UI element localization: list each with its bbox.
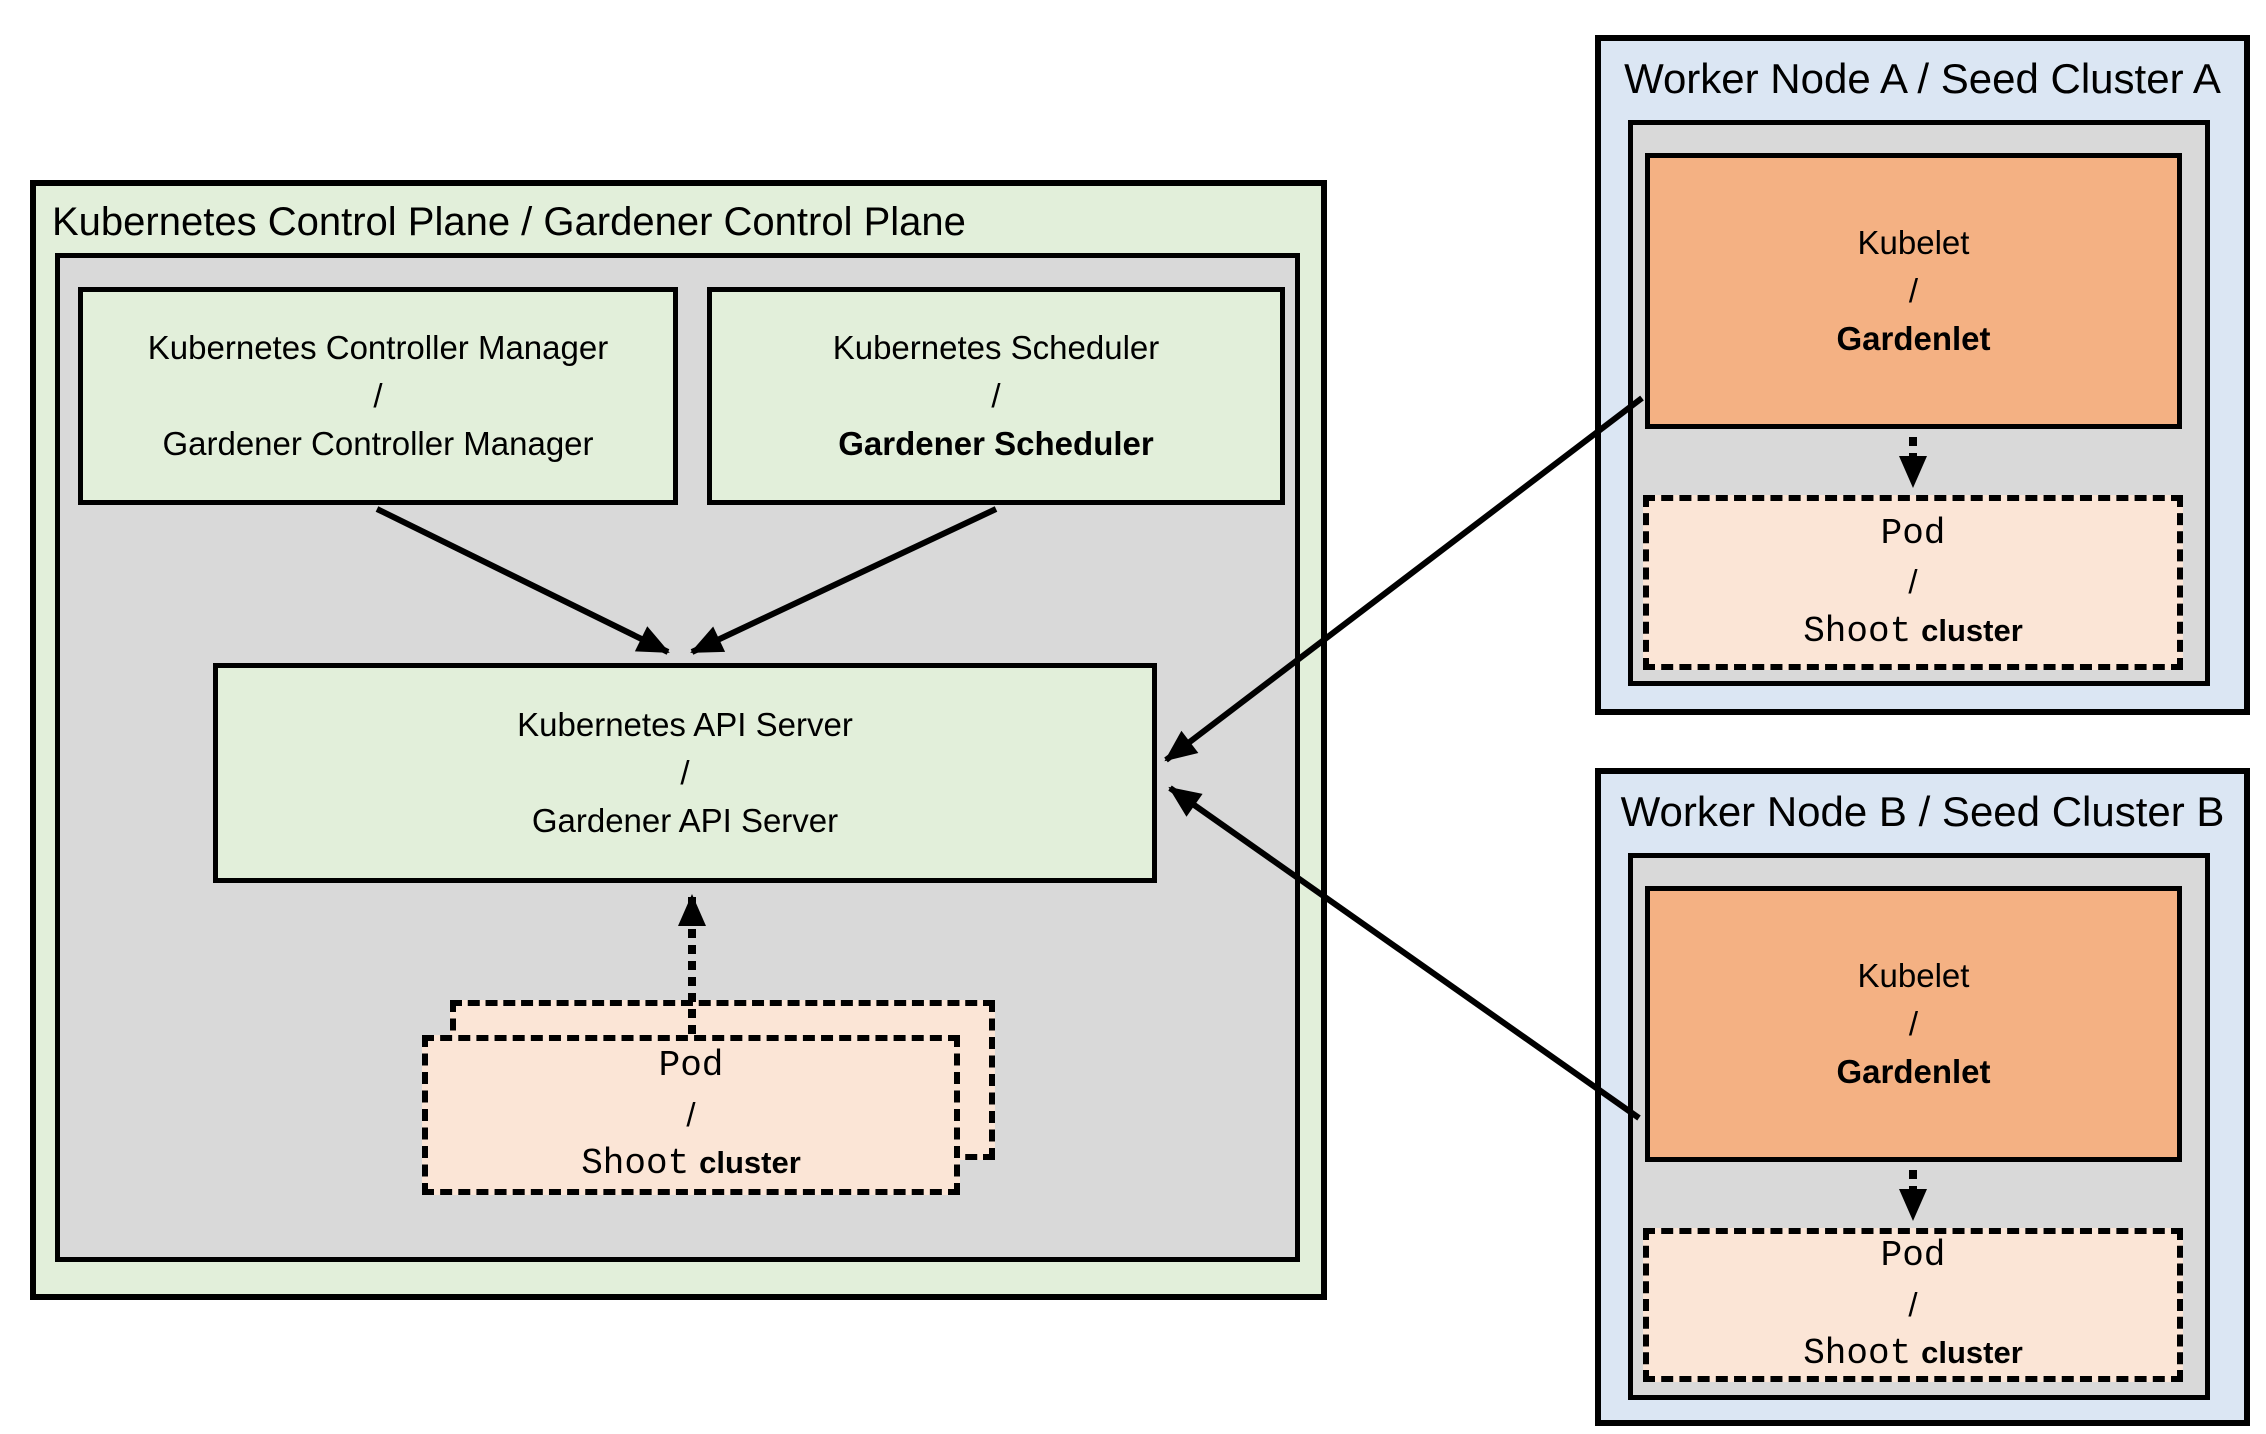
control-plane-inner-area: Kubernetes Controller Manager / Gardener… — [55, 253, 1300, 1262]
pod-b-line2-shoot: Shoot — [1803, 1333, 1912, 1375]
pod-a-separator: / — [1908, 563, 1918, 601]
controller-manager-box: Kubernetes Controller Manager / Gardener… — [78, 287, 678, 505]
api-server-box: Kubernetes API Server / Gardener API Ser… — [213, 663, 1157, 883]
pod-line2-cluster: cluster — [699, 1145, 801, 1181]
kubelet-b-box: Kubelet / Gardenlet — [1645, 886, 2182, 1162]
api-server-separator: / — [680, 754, 690, 792]
kubelet-b-line2: Gardenlet — [1836, 1052, 1991, 1090]
pod-a-line2-cluster: cluster — [1921, 612, 2023, 648]
control-plane-title: Kubernetes Control Plane / Gardener Cont… — [52, 200, 966, 244]
api-server-line1: Kubernetes API Server — [517, 706, 853, 744]
scheduler-separator: / — [991, 377, 1001, 415]
kubelet-b-line1: Kubelet — [1857, 957, 1970, 995]
pod-line2-shoot: Shoot — [581, 1143, 690, 1185]
scheduler-line2: Gardener Scheduler — [838, 424, 1154, 462]
kubelet-a-box: Kubelet / Gardenlet — [1645, 153, 2182, 429]
worker-node-b-panel: Worker Node B / Seed Cluster B Kubelet /… — [1595, 768, 2250, 1426]
controller-manager-line1: Kubernetes Controller Manager — [147, 329, 609, 367]
controller-manager-separator: / — [373, 377, 383, 415]
pod-separator: / — [686, 1095, 696, 1133]
worker-node-a-panel: Worker Node A / Seed Cluster A Kubelet /… — [1595, 35, 2250, 715]
kubelet-a-line2: Gardenlet — [1836, 319, 1991, 357]
scheduler-box: Kubernetes Scheduler / Gardener Schedule… — [707, 287, 1285, 505]
pod-b-line1: Pod — [1880, 1235, 1946, 1277]
pod-a-line2-shoot: Shoot — [1803, 610, 1912, 652]
controller-manager-line2: Gardener Controller Manager — [162, 424, 594, 462]
control-plane-panel: Kubernetes Control Plane / Gardener Cont… — [30, 180, 1327, 1300]
kubelet-a-separator: / — [1908, 272, 1919, 310]
pod-b-separator: / — [1908, 1285, 1918, 1323]
kubelet-a-line1: Kubelet — [1857, 224, 1970, 262]
pod-b-line2-cluster: cluster — [1921, 1335, 2023, 1371]
worker-node-b-title: Worker Node B / Seed Cluster B — [1620, 788, 2225, 835]
scheduler-line1: Kubernetes Scheduler — [832, 329, 1160, 367]
api-server-line2: Gardener API Server — [531, 801, 839, 839]
kubelet-b-separator: / — [1908, 1005, 1919, 1043]
worker-node-a-title: Worker Node A / Seed Cluster A — [1624, 55, 2221, 102]
pod-line1: Pod — [658, 1045, 724, 1087]
pod-a-line1: Pod — [1880, 512, 1946, 554]
